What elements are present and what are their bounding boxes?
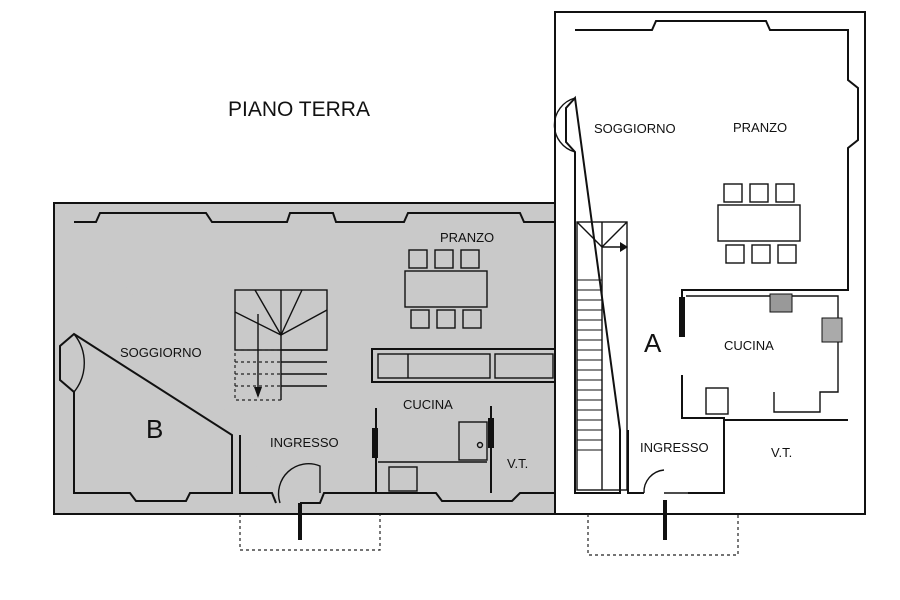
dining-table-b bbox=[404, 249, 488, 329]
staircase-b bbox=[234, 289, 328, 401]
room-label-vt-a: V.T. bbox=[771, 445, 792, 460]
kitchen-fixtures-b bbox=[239, 353, 554, 551]
room-label-vt-b: V.T. bbox=[507, 456, 528, 471]
plan-title: PIANO TERRA bbox=[228, 98, 370, 121]
room-label-cucina-a: CUCINA bbox=[724, 338, 774, 353]
unit-letter-b: B bbox=[146, 414, 163, 444]
room-label-ingresso-b: INGRESSO bbox=[270, 435, 339, 450]
fireplace-b bbox=[73, 333, 85, 393]
room-label-soggiorno-a: SOGGIORNO bbox=[594, 121, 676, 136]
kitchen-fixtures-a bbox=[587, 293, 848, 556]
unit-b: PRANZO SOGGIORNO B INGRESSO CUCINA V.T. bbox=[53, 202, 567, 551]
unit-a: SOGGIORNO PRANZO A CUCINA INGRESSO V.T. bbox=[553, 11, 866, 556]
room-label-ingresso-a: INGRESSO bbox=[640, 440, 709, 455]
unit-letter-a: A bbox=[644, 328, 662, 358]
dining-table-a bbox=[717, 183, 801, 264]
staircase-a bbox=[576, 221, 628, 491]
room-label-pranzo-a: PRANZO bbox=[733, 120, 787, 135]
room-label-soggiorno-b: SOGGIORNO bbox=[120, 345, 202, 360]
fireplace-a bbox=[553, 97, 576, 153]
room-label-cucina-b: CUCINA bbox=[403, 397, 453, 412]
room-label-pranzo-b: PRANZO bbox=[440, 230, 494, 245]
unit-a-inner-wall bbox=[565, 20, 859, 494]
